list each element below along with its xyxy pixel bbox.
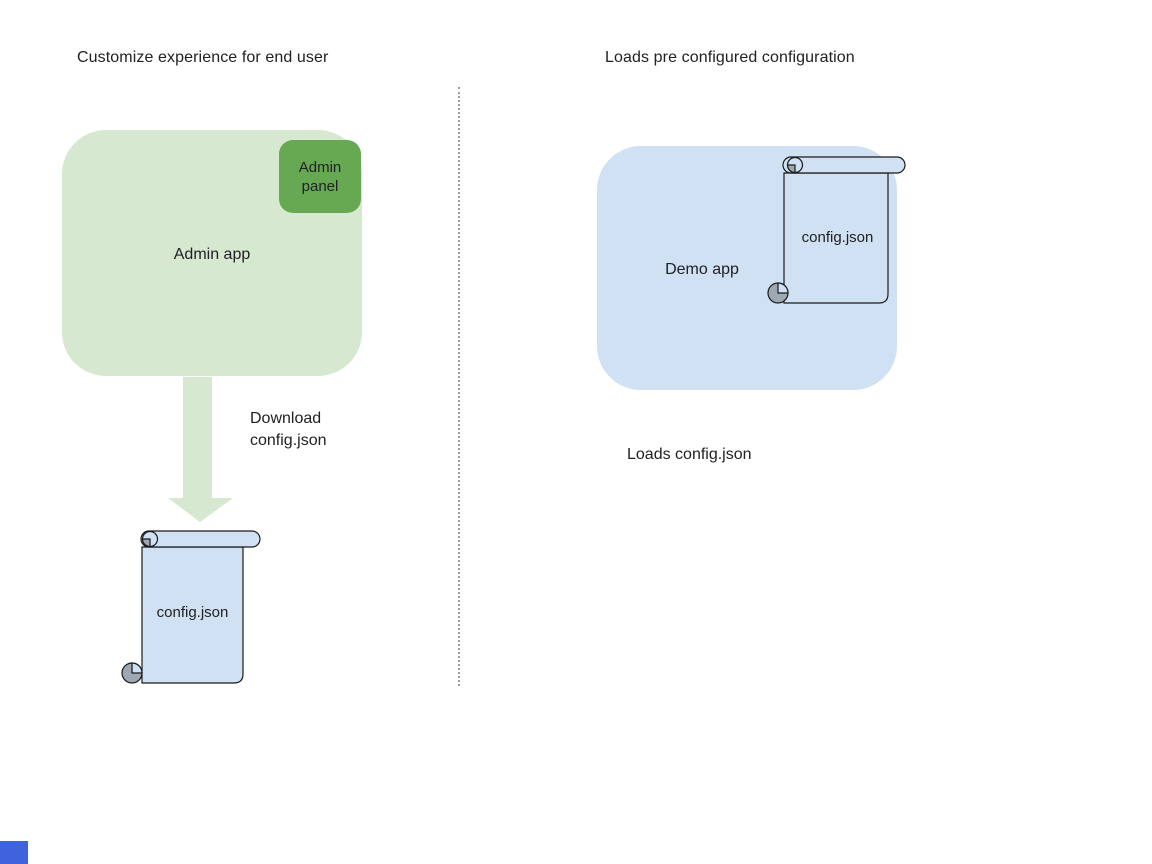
scroll-bottom-curl-notch — [131, 662, 143, 674]
scroll-body — [141, 546, 244, 684]
corner-blue-marker — [0, 841, 28, 864]
loads-config-caption: Loads config.json — [627, 446, 752, 463]
right-section-title: Loads pre configured configuration — [605, 49, 855, 66]
config-scroll-left-icon — [121, 530, 261, 684]
download-arrow-shape — [168, 377, 233, 522]
scroll-roll-curl — [786, 164, 796, 174]
admin-app-label: Admin app — [173, 246, 251, 263]
section-divider-line — [458, 87, 460, 686]
scroll-top-roll — [140, 530, 261, 548]
scroll-body — [783, 172, 889, 304]
scroll-top-roll — [782, 156, 906, 174]
left-section-title: Customize experience for end user — [77, 49, 329, 66]
config-scroll-right-icon — [767, 156, 906, 304]
config-file-label-left: config.json — [156, 604, 229, 621]
scroll-bottom-curl-notch — [777, 282, 789, 294]
admin-panel-label: Admin panel — [298, 158, 342, 195]
admin-panel-chip: Admin panel — [279, 140, 361, 213]
config-file-label-right: config.json — [801, 229, 874, 246]
scroll-roll-curl — [141, 538, 151, 548]
demo-app-label: Demo app — [665, 261, 739, 278]
download-arrow-icon — [168, 377, 233, 522]
download-caption: Download config.json — [250, 410, 327, 449]
